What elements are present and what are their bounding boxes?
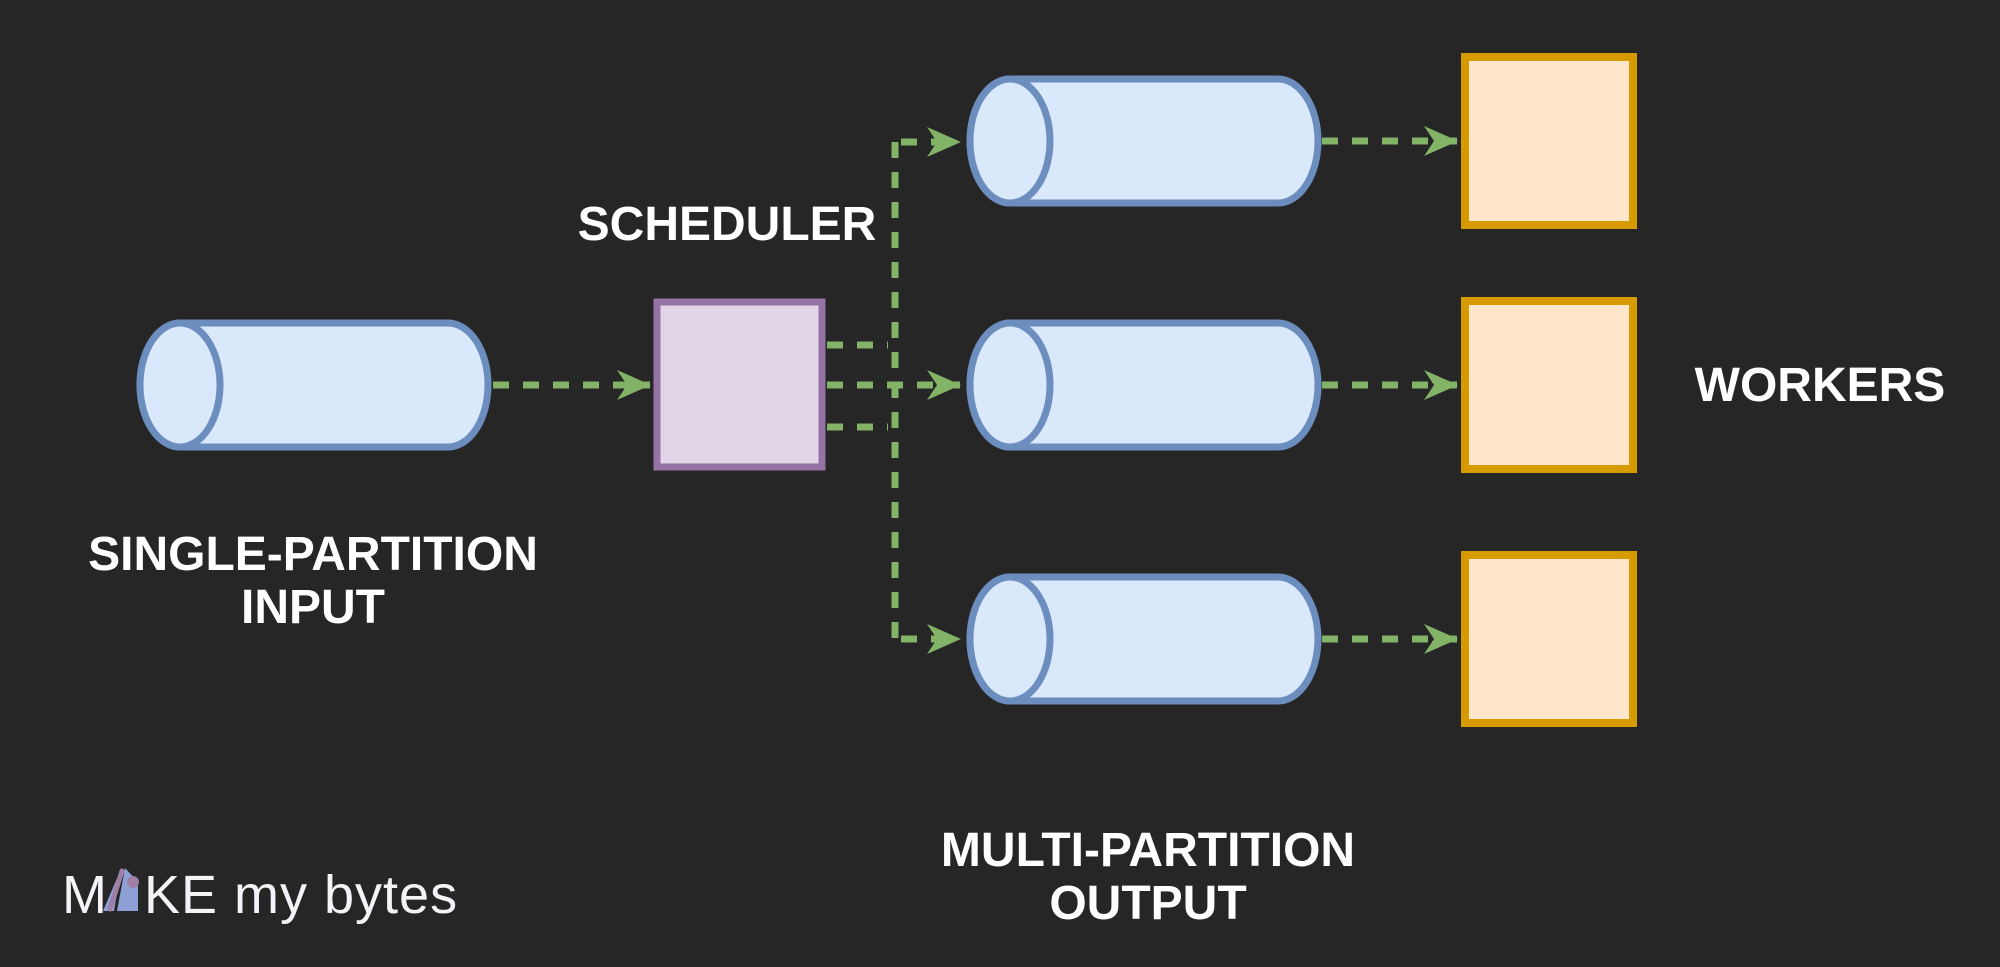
input-label-line2: INPUT: [241, 581, 385, 634]
output-label-line2: OUTPUT: [1049, 877, 1246, 930]
logo-letter-m: M: [62, 865, 108, 925]
logo-a-left-leg: [103, 869, 121, 911]
logo-a-triangle-icon: [103, 868, 139, 912]
worker-node-top: [1461, 53, 1637, 229]
scheduler-label: SCHEDULER: [578, 198, 877, 251]
logo-a-slash: [107, 868, 125, 912]
output-cylinder-middle: [966, 319, 1322, 451]
logo-text-rest: KE my bytes: [144, 865, 458, 925]
brand-logo: M KE my bytes: [62, 865, 458, 925]
output-cylinder-bottom: [966, 573, 1322, 705]
input-label-line1: SINGLE-PARTITION: [88, 528, 538, 581]
edges: [493, 126, 1458, 654]
worker-node-middle: [1461, 297, 1637, 473]
output-cylinder-top: [966, 75, 1322, 207]
input-cylinder: [136, 319, 492, 451]
workers-label: WORKERS: [1695, 359, 1946, 412]
cylinder-rim: [966, 319, 1054, 451]
worker-node-bottom: [1461, 551, 1637, 727]
cylinder-rim: [966, 75, 1054, 207]
cylinder-rim: [136, 319, 224, 451]
scheduler-node: [653, 298, 826, 471]
output-label-line1: MULTI-PARTITION: [941, 824, 1355, 877]
logo-a-dot-icon: [127, 876, 139, 888]
cylinder-rim: [966, 573, 1054, 705]
